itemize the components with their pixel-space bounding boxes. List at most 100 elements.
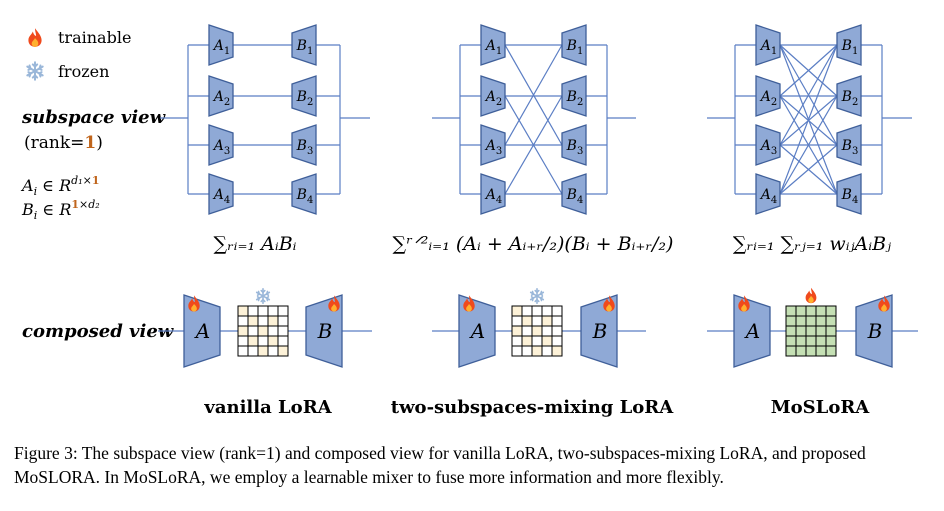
block-a-label: A4 [484, 187, 503, 206]
mixer-cell [237, 305, 249, 317]
block-a-label: A2 [212, 89, 231, 108]
snowflake-icon [529, 287, 545, 305]
mixer-cell [257, 315, 269, 327]
composed-block-b [305, 294, 343, 368]
block-b-label: B1 [566, 38, 584, 57]
block-a [755, 124, 781, 166]
mixer-cell [247, 335, 259, 347]
composed-block-a [733, 294, 771, 368]
mixer-cell [257, 335, 269, 347]
mixer-cell [521, 345, 533, 357]
mixer-cell [267, 325, 279, 337]
mixer-cell [825, 335, 837, 347]
mixer-cell [815, 325, 827, 337]
composed-a-label: A [194, 319, 210, 343]
mixer-cell [805, 315, 817, 327]
mixer-cell [257, 325, 269, 337]
mixer-cell [247, 345, 259, 357]
block-b-label: B1 [841, 38, 859, 57]
formula-two-subspaces: ∑ʳᐟ²ᵢ₌₁ (Aᵢ + Aᵢ₊ᵣ/₂)(Bᵢ + Bᵢ₊ᵣ/₂) [393, 233, 674, 255]
mixer-cell [237, 335, 249, 347]
block-a [755, 173, 781, 215]
mixer-cell [521, 305, 533, 317]
mixer-cell [237, 325, 249, 337]
mixer-cell [825, 305, 837, 317]
mixer-cell [267, 335, 279, 347]
block-b [561, 173, 587, 215]
mixer-cell [237, 315, 249, 327]
block-a [208, 124, 234, 166]
composed-view-label: composed view [22, 321, 175, 342]
title-two-subspaces-lora: two-subspaces-mixing LoRA [391, 397, 675, 418]
mixer-cell [551, 325, 563, 337]
mixer-cell [541, 345, 553, 357]
snowflake-icon [255, 287, 271, 305]
legend-trainable-label: trainable [58, 28, 131, 47]
mixer-cell [237, 345, 249, 357]
block-b-label: B1 [296, 38, 314, 57]
connection-line [504, 44, 563, 146]
mixer-cell [511, 315, 523, 327]
block-b [291, 24, 317, 66]
block-b-label: B4 [566, 187, 584, 206]
block-b-label: B3 [296, 138, 314, 157]
mixer-cell [267, 305, 279, 317]
composed-a-label: A [469, 319, 485, 343]
mixer-cell [521, 325, 533, 337]
mixer-cell [815, 335, 827, 347]
block-b [836, 173, 862, 215]
mixer-cell [805, 345, 817, 357]
mixer-cell [795, 315, 807, 327]
block-a-label: A3 [484, 138, 503, 157]
mixer-cell [541, 315, 553, 327]
block-a-label: A2 [484, 89, 503, 108]
block-b [291, 75, 317, 117]
block-b-label: B4 [841, 187, 859, 206]
composed-b-label: B [592, 319, 608, 343]
mixer-cell [551, 305, 563, 317]
mixer-cell [531, 305, 543, 317]
block-a-label: A2 [759, 89, 778, 108]
mixer-cell [247, 305, 259, 317]
formula-moslora: ∑ᵣᵢ₌₁ ∑ᵣⱼ₌₁ wᵢⱼAᵢBⱼ [733, 233, 891, 255]
mixer-cell [785, 345, 797, 357]
legend-frozen-label: frozen [58, 62, 109, 81]
mixer-cell [795, 335, 807, 347]
composed-block-a [183, 294, 221, 368]
snowflake-icon [26, 61, 44, 81]
block-b [561, 75, 587, 117]
block-a [480, 124, 506, 166]
mixer-cell [815, 305, 827, 317]
mixer-cell [521, 335, 533, 347]
block-b [561, 24, 587, 66]
mixer-cell [785, 315, 797, 327]
connection-line [779, 44, 838, 146]
mixer-cell [247, 325, 259, 337]
connection-line [779, 44, 838, 195]
mixer-cell [511, 325, 523, 337]
mixer-cell [815, 315, 827, 327]
mixer-cell [551, 335, 563, 347]
mixer-cell [257, 305, 269, 317]
mixer-cell [531, 345, 543, 357]
composed-b-label: B [317, 319, 333, 343]
figure-caption: Figure 3: The subspace view (rank=1) and… [14, 443, 866, 487]
mixer-cell [805, 335, 817, 347]
connection-line [779, 95, 838, 195]
block-b-label: B2 [566, 89, 584, 108]
mixer-cell [785, 325, 797, 337]
composed-a-label: A [744, 319, 760, 343]
block-b [291, 124, 317, 166]
mixer-cell [257, 345, 269, 357]
block-a-label: A4 [759, 187, 778, 206]
fire-icon [28, 28, 42, 47]
mixer-cell [541, 335, 553, 347]
mixer-cell [267, 345, 279, 357]
